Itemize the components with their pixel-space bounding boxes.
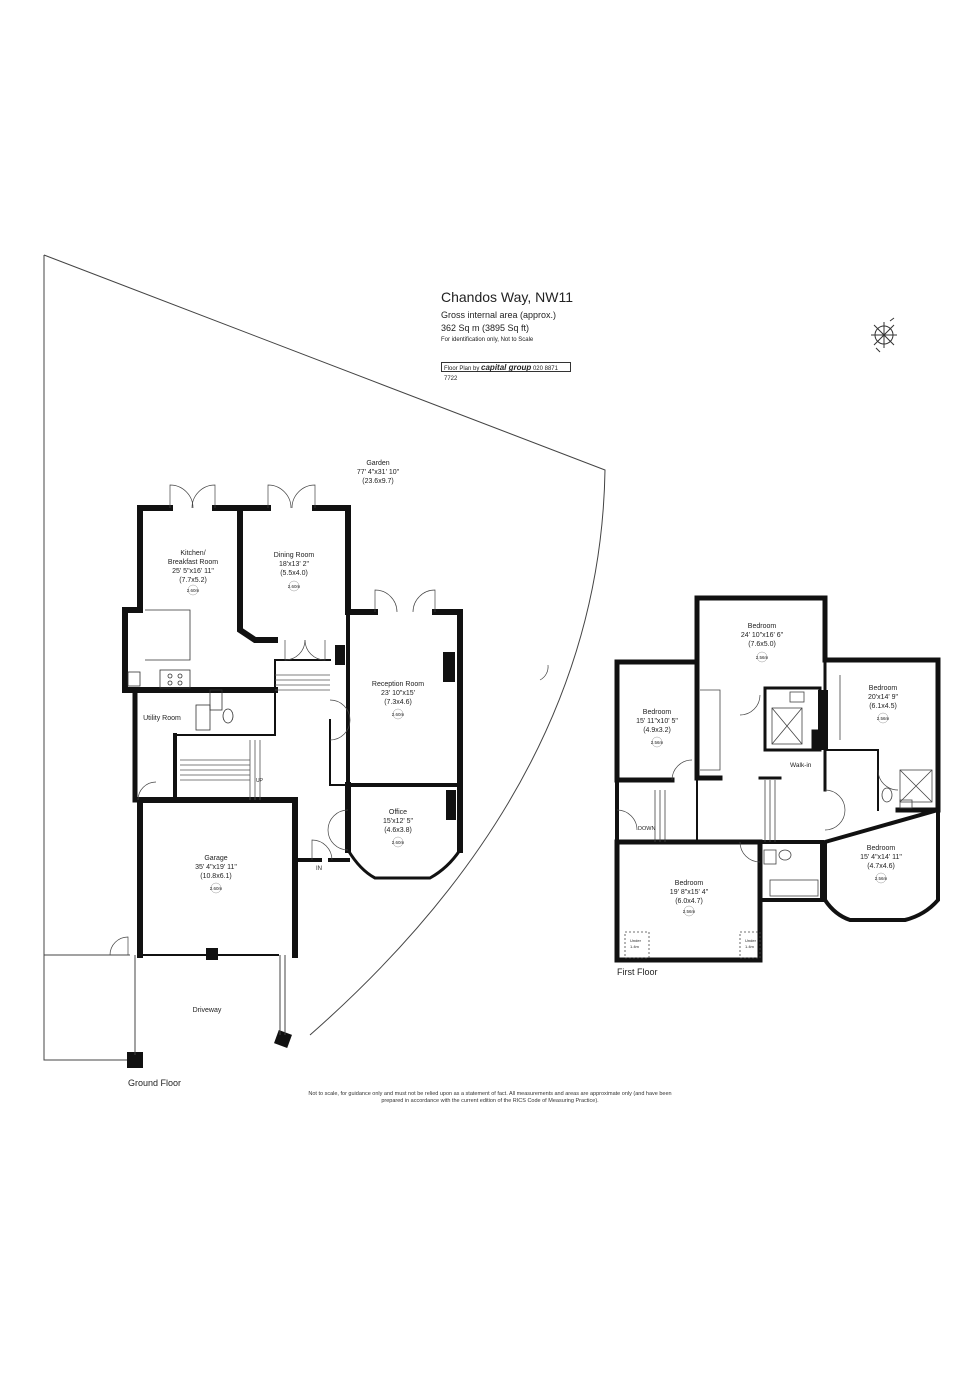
garage-height: 2.60m [210, 886, 223, 891]
property-title: Chandos Way, NW11 [441, 289, 574, 305]
bed-right-metric: (6.1x4.5) [869, 703, 897, 710]
garage-metric: (10.8x6.1) [200, 873, 232, 880]
garden-dims: 77' 4"x31' 10" [357, 469, 400, 476]
bed-left-metric: (4.9x3.2) [643, 727, 671, 734]
first-floor-labels: Bedroom 24' 10"x16' 6" (7.6x5.0) 2.56m B… [617, 623, 902, 977]
office-metric: (4.6x3.8) [384, 827, 412, 834]
bed-bottom-dims: 19' 8"x15' 4" [670, 889, 709, 896]
kitchen-dims: 25' 5"x16' 11" [172, 568, 214, 575]
dining-height: 2.60m [288, 584, 301, 589]
kitchen-name-2: Breakfast Room [168, 559, 218, 566]
bed-front-right-name: Bedroom [867, 845, 896, 852]
bed-bottom-height: 2.56m [683, 909, 696, 914]
under-right-1: Under [745, 938, 757, 943]
up-label: UP [256, 778, 264, 784]
ground-floor-label: Ground Floor [128, 1078, 181, 1088]
bed-right-dims: 20'x14' 9" [868, 694, 899, 701]
area-value: 362 Sq m (3895 Sq ft) [441, 323, 530, 333]
bed-left-height: 2.56m [651, 740, 664, 745]
ground-floor-doors [109, 484, 549, 956]
garden-name: Garden [366, 460, 389, 467]
fire-escape [818, 690, 828, 750]
under-left-2: 1.4m [630, 944, 640, 949]
down-label: DOWN [638, 826, 655, 832]
driveway-edges [134, 955, 286, 1055]
reception-height: 2.60m [392, 712, 405, 717]
first-floor-walls [614, 595, 941, 963]
kitchen-metric: (7.7x5.2) [179, 577, 207, 584]
ground-floor-stairs [180, 674, 330, 800]
dining-dims: 18'x13' 2" [279, 561, 310, 568]
garage-dims: 35' 4"x19' 11" [195, 864, 237, 871]
bed-left-dims: 15' 11"x10' 5" [636, 718, 678, 725]
bed-front-right-metric: (4.7x4.6) [867, 863, 895, 870]
ground-floor-labels: Garden 77' 4"x31' 10" (23.6x9.7) Kitchen… [128, 460, 424, 1088]
first-floor-label: First Floor [617, 967, 658, 977]
driveway-name: Driveway [193, 1007, 222, 1014]
dining-name: Dining Room [274, 552, 315, 559]
first-floor-fittings [624, 675, 933, 959]
office-dims: 15'x12' 5" [383, 818, 414, 825]
garden-boundary [43, 254, 606, 1061]
first-floor-doors [616, 694, 899, 863]
floor-plan-credit: Floor Plan by capital group 020 8871 772… [441, 362, 571, 382]
bed-top-height: 2.56m [756, 655, 769, 660]
driveway-posts [127, 948, 292, 1068]
utility-name: Utility Room [143, 715, 181, 722]
garage-name: Garage [204, 855, 227, 862]
kitchen-height: 2.60m [187, 588, 200, 593]
kitchen-units [127, 609, 234, 731]
kitchen-name-1: Kitchen/ [180, 550, 205, 557]
credit-phone: 020 8871 7722 [444, 366, 558, 382]
bed-top-metric: (7.6x5.0) [748, 641, 776, 648]
dining-metric: (5.5x4.0) [280, 570, 308, 577]
credit-prefix: Floor Plan by [444, 366, 480, 372]
bed-bottom-metric: (6.0x4.7) [675, 898, 703, 905]
office-height: 2.60m [392, 840, 405, 845]
in-label: IN [316, 866, 322, 872]
bed-top-dims: 24' 10"x16' 6" [741, 632, 784, 639]
bed-front-right-height: 2.56m [875, 876, 888, 881]
area-label: Gross internal area (approx.) [441, 310, 557, 320]
walkin-label: Walk-in [790, 762, 812, 769]
fireplaces [335, 645, 456, 820]
under-right-2: 1.4m [745, 944, 755, 949]
bed-left-name: Bedroom [643, 709, 672, 716]
credit-brand: capital group [481, 363, 532, 372]
office-name: Office [389, 809, 407, 816]
bed-right-name: Bedroom [869, 685, 898, 692]
identification-note: For identification only, Not to Scale [441, 337, 534, 343]
compass-icon [871, 317, 897, 353]
reception-name: Reception Room [372, 681, 424, 688]
bed-bottom-name: Bedroom [675, 880, 704, 887]
under-left-1: Under [630, 938, 642, 943]
disclaimer-text: Not to scale, for guidance only and must… [308, 1091, 672, 1104]
bed-top-name: Bedroom [748, 623, 777, 630]
bed-right-height: 2.56m [877, 716, 890, 721]
bed-front-right-dims: 15' 4"x14' 11" [860, 854, 902, 861]
garden-metric: (23.6x9.7) [362, 478, 394, 485]
ground-floor-walls [122, 505, 463, 958]
reception-dims: 23' 10"x15' [381, 690, 415, 697]
reception-metric: (7.3x4.6) [384, 699, 412, 706]
